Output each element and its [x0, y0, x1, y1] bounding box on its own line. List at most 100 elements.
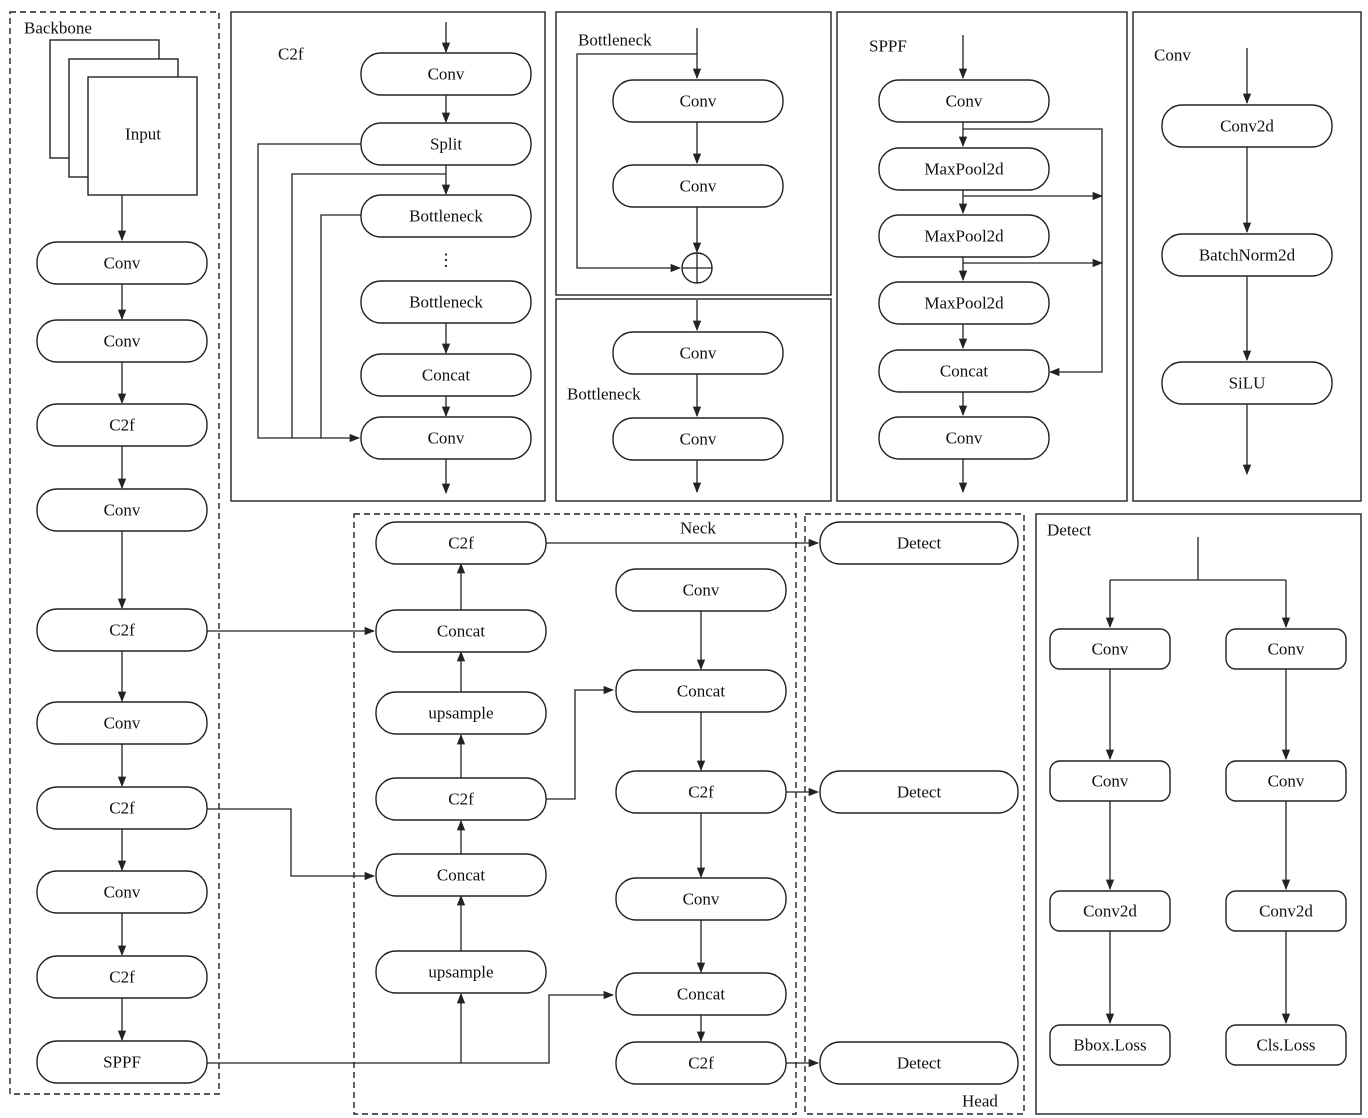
sppf-node-label: MaxPool2d	[924, 294, 1004, 313]
backbone-layer: Conv	[36, 319, 208, 363]
bottleneck-plain-label: Conv	[680, 430, 717, 449]
backbone-layer-label: SPPF	[103, 1053, 141, 1072]
head-detect-label: Detect	[897, 1054, 942, 1073]
bottleneck-plain-label: Conv	[680, 344, 717, 363]
conv-title: Conv	[1154, 46, 1191, 65]
neck-node-label: C2f	[448, 534, 474, 553]
c2f-node: Conv	[360, 416, 532, 460]
detect-branch-label: Conv	[1268, 640, 1305, 659]
conv-node-label: BatchNorm2d	[1199, 246, 1296, 265]
backbone-layer-label: Conv	[104, 332, 141, 351]
bottleneck-residual-label: Conv	[680, 177, 717, 196]
detect-branch-node: Conv2d	[1225, 890, 1347, 932]
head-detect-node: Detect	[819, 521, 1019, 565]
c2f-node-label: Conv	[428, 65, 465, 84]
conv-node: BatchNorm2d	[1161, 233, 1333, 277]
backbone-layer: SPPF	[36, 1040, 208, 1084]
backbone-title: Backbone	[24, 19, 92, 38]
detect-branch-label: Conv	[1268, 772, 1305, 791]
neck-node: Concat	[375, 609, 547, 653]
sppf-node: Concat	[878, 349, 1050, 393]
neck-node-label: C2f	[688, 783, 714, 802]
neck-node-label: upsample	[428, 963, 493, 982]
sppf-node: MaxPool2d	[878, 214, 1050, 258]
c2f-title: C2f	[278, 45, 304, 64]
neck-node-label: Concat	[437, 866, 485, 885]
backbone-layer: C2f	[36, 403, 208, 447]
sppf-node: MaxPool2d	[878, 281, 1050, 325]
neck-node: Conv	[615, 568, 787, 612]
input-stack: Input	[49, 39, 198, 196]
backbone-layer: C2f	[36, 955, 208, 999]
bottleneck-plain-title: Bottleneck	[567, 385, 641, 404]
detect-branch-label: Cls.Loss	[1256, 1036, 1315, 1055]
detect-branch-node: Conv2d	[1049, 890, 1171, 932]
detect-branch-label: Conv2d	[1259, 902, 1313, 921]
detect-branch-label: Conv	[1092, 640, 1129, 659]
neck-node: C2f	[375, 521, 547, 565]
head-detect-node: Detect	[819, 1041, 1019, 1085]
c2f-node: Split	[360, 122, 532, 166]
c2f-node-label: Conv	[428, 429, 465, 448]
sppf-node-label: Concat	[940, 362, 988, 381]
neck-node: C2f	[375, 777, 547, 821]
neck-panel	[353, 513, 797, 1115]
c2f-node-label: Bottleneck	[409, 207, 483, 226]
backbone-layer-label: Conv	[104, 714, 141, 733]
head-detect-label: Detect	[897, 534, 942, 553]
sppf-node-label: MaxPool2d	[924, 227, 1004, 246]
bottleneck-residual-label: Conv	[680, 92, 717, 111]
bottleneck-plain-node: Conv	[612, 331, 784, 375]
backbone-layer: C2f	[36, 608, 208, 652]
neck-node: Concat	[375, 853, 547, 897]
c2f-node-label: Bottleneck	[409, 293, 483, 312]
detect-branch-node: Conv	[1225, 628, 1347, 670]
backbone-layer: C2f	[36, 786, 208, 830]
bottleneck-plain-node: Conv	[612, 417, 784, 461]
bottleneck-residual-node: Conv	[612, 79, 784, 123]
neck-title: Neck	[680, 519, 716, 538]
backbone-layer-label: C2f	[109, 416, 135, 435]
sppf-node: Conv	[878, 79, 1050, 123]
c2f-node: Concat	[360, 353, 532, 397]
sppf-node-label: MaxPool2d	[924, 160, 1004, 179]
neck-node-label: Concat	[677, 985, 725, 1004]
neck-node: C2f	[615, 1041, 787, 1085]
conv-node: SiLU	[1161, 361, 1333, 405]
detect-branch-node: Conv	[1225, 760, 1347, 802]
neck-node: Conv	[615, 877, 787, 921]
add-icon	[681, 252, 713, 284]
detect-panel	[1035, 513, 1362, 1115]
sppf-node: MaxPool2d	[878, 147, 1050, 191]
sppf-panel	[836, 11, 1128, 502]
bottleneck-residual-node: Conv	[612, 164, 784, 208]
backbone-layer-label: C2f	[109, 621, 135, 640]
neck-node: upsample	[375, 691, 547, 735]
neck-node-label: Concat	[677, 682, 725, 701]
neck-node-label: Concat	[437, 622, 485, 641]
detect-branch-label: Conv	[1092, 772, 1129, 791]
backbone-layer: Conv	[36, 870, 208, 914]
detect-branch-label: Conv2d	[1083, 902, 1137, 921]
backbone-layer: Conv	[36, 241, 208, 285]
neck-node: Concat	[615, 972, 787, 1016]
input-label: Input	[125, 125, 161, 144]
backbone-layer-label: C2f	[109, 968, 135, 987]
neck-node-label: Conv	[683, 581, 720, 600]
backbone-layer-label: Conv	[104, 883, 141, 902]
head-panel	[804, 513, 1025, 1115]
conv-node-label: SiLU	[1229, 374, 1266, 393]
neck-node-label: upsample	[428, 704, 493, 723]
backbone-layer: Conv	[36, 701, 208, 745]
sppf-title: SPPF	[869, 37, 907, 56]
backbone-layer-label: Conv	[104, 254, 141, 273]
c2f-node-label: Split	[430, 135, 462, 154]
detect-branch-node: Bbox.Loss	[1049, 1024, 1171, 1066]
c2f-node: Bottleneck	[360, 280, 532, 324]
c2f-panel	[230, 11, 546, 502]
head-detect-label: Detect	[897, 783, 942, 802]
backbone-panel	[9, 11, 220, 1095]
neck-node: Concat	[615, 669, 787, 713]
detect-title: Detect	[1047, 521, 1092, 540]
